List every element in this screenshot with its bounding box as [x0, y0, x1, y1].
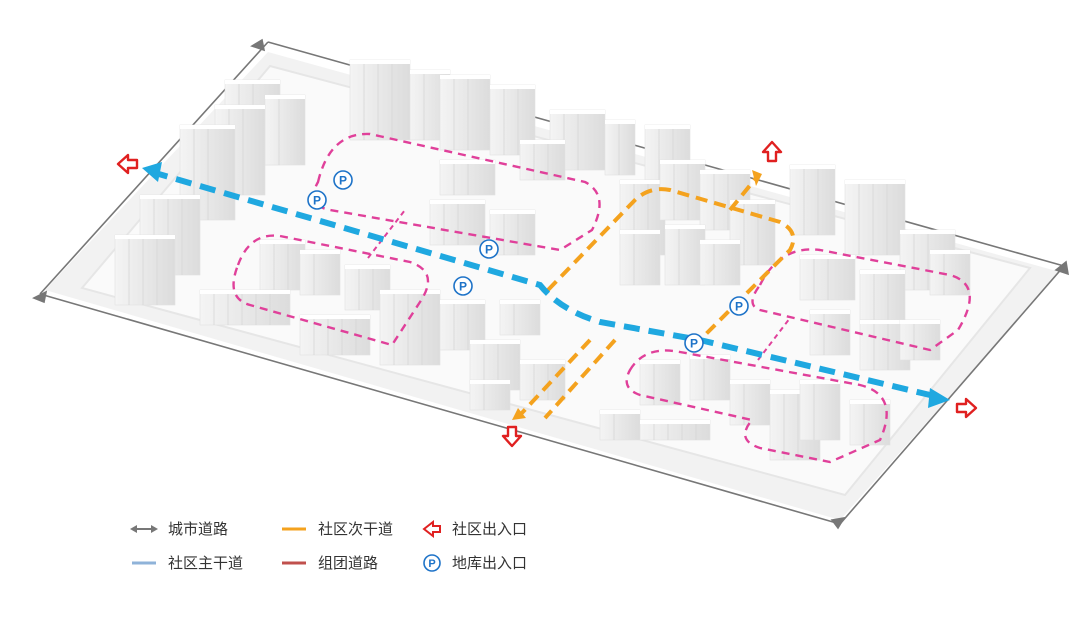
- building: [789, 164, 836, 236]
- legend-main-road-label: 社区主干道: [168, 554, 244, 572]
- parking-letter: P: [339, 174, 347, 188]
- building-blocks: [114, 59, 971, 461]
- garage-entrance-icon: P: [729, 296, 749, 316]
- legend-city-road-label: 城市道路: [168, 520, 229, 538]
- building: [729, 379, 771, 426]
- community-entrance-icon: [501, 425, 523, 448]
- parking-legend-letter: P: [428, 558, 435, 570]
- garage-entrances: P P P P P P: [307, 170, 749, 353]
- building: [844, 179, 906, 256]
- building: [469, 379, 511, 411]
- parking-letter: P: [735, 300, 743, 314]
- building: [799, 379, 841, 441]
- main-road-legend-icon: [132, 561, 156, 564]
- garage-entrance-icon: P: [333, 170, 353, 190]
- parking-letter: P: [313, 194, 321, 208]
- garage-entrance-icon: P: [453, 276, 473, 296]
- parking-letter: P: [690, 337, 698, 351]
- building: [199, 289, 291, 326]
- building: [439, 159, 496, 196]
- building: [604, 119, 636, 176]
- group-road-legend-icon: [282, 561, 306, 564]
- building: [259, 239, 306, 291]
- building: [429, 199, 486, 246]
- building: [264, 94, 306, 166]
- building: [664, 224, 706, 286]
- group-road-loops: [232, 132, 971, 464]
- legend-community-entrance: 社区出入口: [422, 518, 527, 539]
- legend-garage-entrance: P 地库出入口: [422, 552, 527, 573]
- main-road-arrowhead: [928, 388, 950, 408]
- garage-entrance-icon: P: [307, 190, 327, 210]
- city-road-legend-icon: [130, 524, 158, 533]
- legend-group-road-label: 组团道路: [318, 554, 379, 572]
- building: [929, 249, 971, 296]
- group-road-connectors: [367, 209, 791, 361]
- legend-group-road: 组团道路: [280, 552, 378, 573]
- community-entrance-icon: [761, 140, 783, 163]
- building: [619, 229, 661, 286]
- building: [519, 359, 566, 401]
- building: [809, 309, 851, 356]
- building: [639, 359, 681, 406]
- garage-entrance-icon: P: [684, 333, 704, 353]
- legend: 城市道路 社区次干道 社区出入口 社区主干道 组团道路 P 地库出入口: [130, 518, 590, 588]
- secondary-road: [518, 176, 796, 420]
- parking-legend-icon: P: [423, 553, 441, 572]
- secondary-road-arrowhead: [752, 170, 762, 186]
- building: [349, 59, 411, 141]
- building: [859, 269, 906, 321]
- building: [439, 74, 491, 151]
- building: [519, 139, 566, 181]
- parking-letter: P: [485, 243, 493, 257]
- building: [699, 239, 741, 286]
- legend-community-entrance-label: 社区出入口: [452, 520, 528, 538]
- entrance-legend-icon: [422, 519, 441, 538]
- legend-city-road: 城市道路: [130, 518, 228, 539]
- building: [639, 419, 711, 441]
- main-road-arrowhead: [142, 162, 162, 182]
- legend-secondary-road-label: 社区次干道: [318, 520, 394, 538]
- secondary-road-arrowhead: [512, 408, 526, 420]
- building: [599, 409, 641, 441]
- legend-main-road: 社区主干道: [130, 552, 243, 573]
- garage-entrance-icon: P: [479, 239, 499, 259]
- secondary-road-legend-icon: [282, 527, 306, 530]
- building: [899, 319, 941, 361]
- building: [379, 289, 441, 366]
- main-road: [151, 169, 931, 398]
- building: [114, 234, 176, 306]
- building: [689, 354, 731, 401]
- legend-garage-entrance-label: 地库出入口: [452, 554, 528, 572]
- community-entrances: [116, 140, 978, 448]
- parking-letter: P: [459, 280, 467, 294]
- community-entrance-icon: [116, 153, 139, 175]
- building: [299, 249, 341, 296]
- building: [799, 254, 856, 301]
- building: [499, 299, 541, 336]
- community-entrance-icon: [955, 397, 978, 419]
- legend-secondary-road: 社区次干道: [280, 518, 393, 539]
- building: [849, 399, 891, 446]
